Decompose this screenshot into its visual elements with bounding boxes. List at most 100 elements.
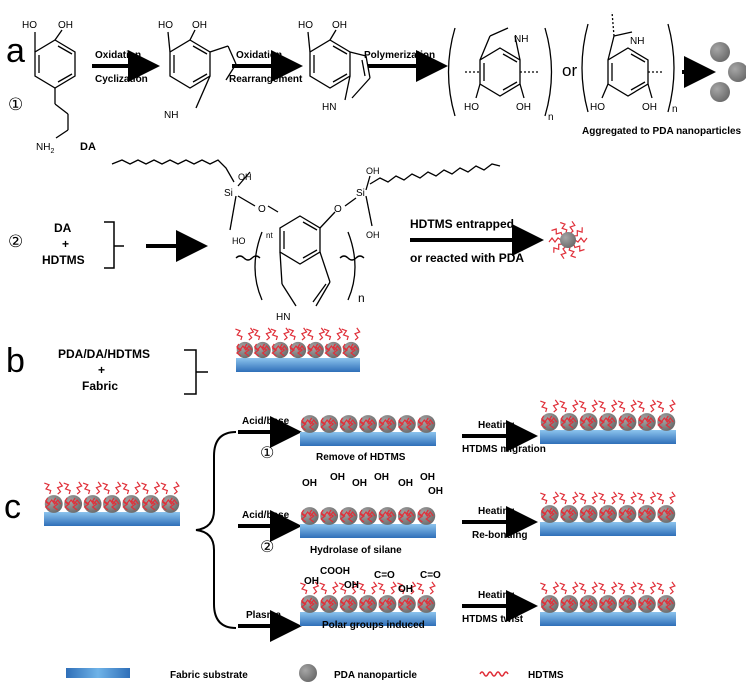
- hdtms-chain: [416, 581, 436, 611]
- hdtms-chain: [270, 327, 290, 357]
- hdtms-chain: [578, 399, 599, 429]
- dopamine-ho: HO: [22, 20, 37, 31]
- hdtms-chain: [578, 581, 599, 611]
- copolymer-n: n: [358, 291, 365, 305]
- dopamine-label: DA: [80, 141, 96, 153]
- pda-nanoparticle: [397, 415, 416, 433]
- pda-nanoparticle: [397, 595, 416, 613]
- dopamine-oh: OH: [58, 20, 73, 31]
- pda-nanoparticle: [339, 415, 358, 433]
- pda-nanoparticle: [44, 495, 63, 513]
- arrow2-bottom-label: Rearrangement: [229, 74, 303, 85]
- oh-label: OH: [330, 472, 345, 483]
- hdtms-decorated-particle-icon: [548, 220, 588, 260]
- pda-nanoparticle: [560, 413, 579, 431]
- hdtms-chain: [82, 481, 103, 511]
- cooh-label: COOH: [320, 566, 350, 577]
- polymer1-ho: HO: [464, 102, 479, 113]
- hdtms-chain: [637, 399, 657, 429]
- pda-nanoparticle: [397, 507, 416, 525]
- path1-heat-top: Heating: [478, 420, 515, 431]
- pda-hdtms-copolymer-structure: [111, 159, 501, 307]
- amine-sub: 2: [50, 148, 54, 155]
- oh-label: OH: [398, 478, 413, 489]
- path3-arrow-label: Plasma: [246, 610, 281, 621]
- pda-nanoparticle: [637, 505, 656, 523]
- fabric-substrate: [300, 524, 436, 538]
- coated-fabric-b: [235, 327, 361, 372]
- hdtms-chain: [397, 417, 415, 431]
- b-line1: PDA/DA/HDTMS: [58, 347, 150, 361]
- hdtms-chain: [338, 581, 359, 611]
- c-brace: [195, 431, 237, 629]
- polymer2-oh: OH: [642, 102, 657, 113]
- arrow2-top-label: Oxidation: [236, 50, 282, 61]
- section-b-letter: b: [6, 342, 25, 380]
- pda-nanoparticle: [378, 415, 397, 433]
- reacted-label: or reacted with PDA: [410, 251, 524, 265]
- b-bracket: [184, 349, 208, 395]
- pda-nanoparticle: [122, 495, 141, 513]
- amine-nh: NH: [36, 142, 50, 153]
- hdtms-chain: [617, 491, 637, 521]
- pda-nanoparticle: [300, 595, 319, 613]
- polymer1-nh: NH: [514, 34, 528, 45]
- indole-hn: HN: [322, 102, 336, 113]
- reactant-hdtms: HDTMS: [42, 253, 85, 267]
- hdtms-chain: [319, 581, 339, 611]
- hdtms-chain: [378, 417, 395, 431]
- leuco-nh: NH: [164, 110, 178, 121]
- leucodopaminechrome-structure: [167, 29, 237, 109]
- b-line2: Fabric: [82, 379, 118, 393]
- hdtms-chain: [300, 417, 318, 431]
- hdtms-chain: [578, 491, 599, 521]
- pda-nanoparticle: [417, 415, 436, 433]
- si-left-ho: HO: [232, 236, 246, 246]
- coated-fabric-path3: [300, 581, 436, 626]
- pda-nanoparticle: [141, 495, 160, 513]
- hdtms-chain: [359, 509, 376, 523]
- hdtms-chain: [377, 581, 397, 611]
- coated-fabric-path2-result: [540, 491, 676, 536]
- indole-ho: HO: [298, 20, 313, 31]
- pda-nanoparticle: [560, 595, 579, 613]
- path2-arrow-label: Acid/base: [242, 510, 290, 521]
- pda-nanoparticle: [359, 415, 377, 433]
- pda-nanoparticle: [83, 495, 102, 513]
- hdtms-chain: [559, 581, 579, 611]
- path1-caption: Remove of HDTMS: [316, 452, 406, 463]
- hdtms-chain: [358, 581, 378, 611]
- si-left-oh: OH: [238, 172, 252, 182]
- si-right: Si: [356, 188, 365, 199]
- pda-nanoparticle: [540, 413, 559, 431]
- leuco-oh: OH: [192, 20, 207, 31]
- hdtms-chain: [300, 509, 318, 523]
- indole-oh: OH: [332, 20, 347, 31]
- pda-nanoparticle: [359, 507, 377, 525]
- pda-nanoparticle: [339, 595, 358, 613]
- oh-groups-path2: OH OH OH OH OH OH OH: [302, 472, 443, 497]
- hdtms-chain: [121, 481, 141, 511]
- hdtms-chain: [540, 399, 560, 429]
- oh-label: OH: [352, 478, 367, 489]
- pda-nanoparticle: [300, 507, 319, 525]
- path2-marker: ②: [260, 539, 274, 556]
- pda-nanoparticle: [417, 595, 436, 613]
- hdtms-chain: [339, 417, 357, 431]
- nt-label: nt: [266, 231, 273, 240]
- pda-nanoparticle: [599, 505, 617, 523]
- hdtms-chain: [559, 491, 579, 521]
- hdtms-chain: [102, 481, 122, 511]
- pda-nanoparticle: [378, 507, 397, 525]
- hdtms-chain: [417, 417, 434, 431]
- pda-nanoparticle: [417, 507, 436, 525]
- co-label: C=O: [420, 570, 441, 581]
- hdtms-chain: [656, 581, 676, 611]
- reactant-bracket: [104, 221, 124, 269]
- pda-nanoparticle: [657, 595, 676, 613]
- section-a-letter: a: [6, 32, 25, 70]
- hdtms-chain: [339, 509, 357, 523]
- oh-label: OH: [374, 472, 389, 483]
- pda-nanoparticle: [320, 415, 339, 433]
